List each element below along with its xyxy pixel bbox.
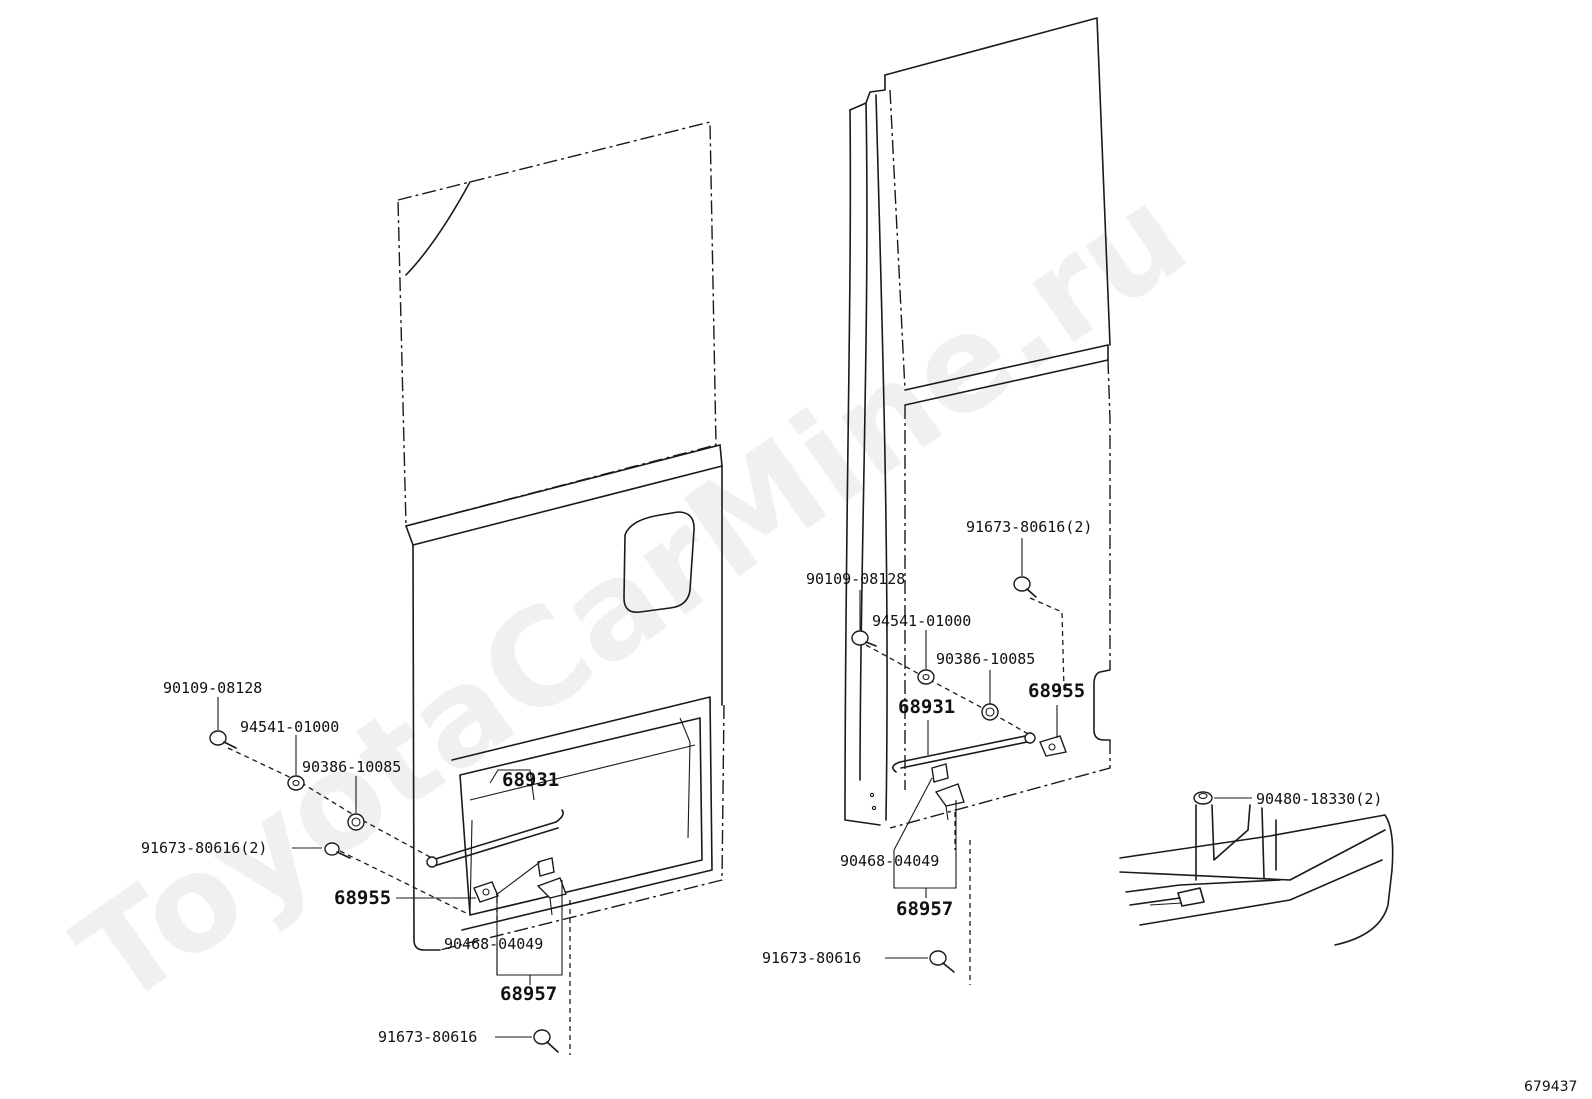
label-right-91673-top: 91673-80616(2) bbox=[966, 518, 1092, 536]
right-bracket-68955 bbox=[1039, 735, 1067, 757]
left-door-panel bbox=[397, 121, 725, 951]
left-washer-94541 bbox=[287, 775, 305, 791]
body-sill-inset bbox=[1119, 804, 1394, 946]
watermark: ToyotaCarMine.ru bbox=[50, 157, 1213, 1036]
right-rod-68931 bbox=[892, 732, 1036, 773]
right-lock-68957 bbox=[934, 783, 965, 821]
label-left-91673-top: 91673-80616(2) bbox=[141, 839, 267, 857]
label-right-94541: 94541-01000 bbox=[872, 612, 971, 630]
label-left-90109: 90109-08128 bbox=[163, 679, 262, 697]
label-left-90386: 90386-10085 bbox=[302, 758, 401, 776]
left-nut-90386 bbox=[347, 813, 365, 831]
left-bolt-90109 bbox=[209, 730, 237, 749]
label-right-90109: 90109-08128 bbox=[806, 570, 905, 588]
right-stopper-90468 bbox=[931, 763, 949, 783]
right-bolt-90109 bbox=[851, 630, 877, 647]
right-nut-90386 bbox=[981, 703, 999, 721]
label-right-68931: 68931 bbox=[898, 696, 955, 718]
right-washer-94541 bbox=[917, 669, 935, 685]
label-left-94541: 94541-01000 bbox=[240, 718, 339, 736]
label-right-90386: 90386-10085 bbox=[936, 650, 1035, 668]
label-inset-90480: 90480-18330(2) bbox=[1256, 790, 1382, 808]
label-right-90468: 90468-04049 bbox=[840, 852, 939, 870]
label-right-68955: 68955 bbox=[1028, 680, 1085, 702]
left-rod-68931 bbox=[426, 809, 564, 868]
diagram-code: 679437 bbox=[1524, 1079, 1577, 1095]
left-bracket-68955 bbox=[473, 881, 499, 903]
right-screw-top-91673 bbox=[1013, 576, 1037, 598]
label-left-90468: 90468-04049 bbox=[444, 935, 543, 953]
right-screw-bottom-91673 bbox=[929, 950, 955, 973]
right-door-panel bbox=[844, 17, 1111, 829]
label-left-68931: 68931 bbox=[502, 769, 559, 791]
label-left-68955: 68955 bbox=[334, 887, 391, 909]
left-stopper-90468 bbox=[537, 857, 555, 877]
label-right-91673-bottom: 91673-80616 bbox=[762, 949, 861, 967]
left-lock-68957 bbox=[536, 877, 567, 916]
inset-clip-90480 bbox=[1193, 791, 1213, 805]
left-screw-top-91673 bbox=[324, 842, 351, 859]
label-left-68957: 68957 bbox=[500, 983, 557, 1005]
label-right-68957: 68957 bbox=[896, 898, 953, 920]
label-left-91673-bottom: 91673-80616 bbox=[378, 1028, 477, 1046]
left-screw-bottom-91673 bbox=[533, 1029, 559, 1053]
